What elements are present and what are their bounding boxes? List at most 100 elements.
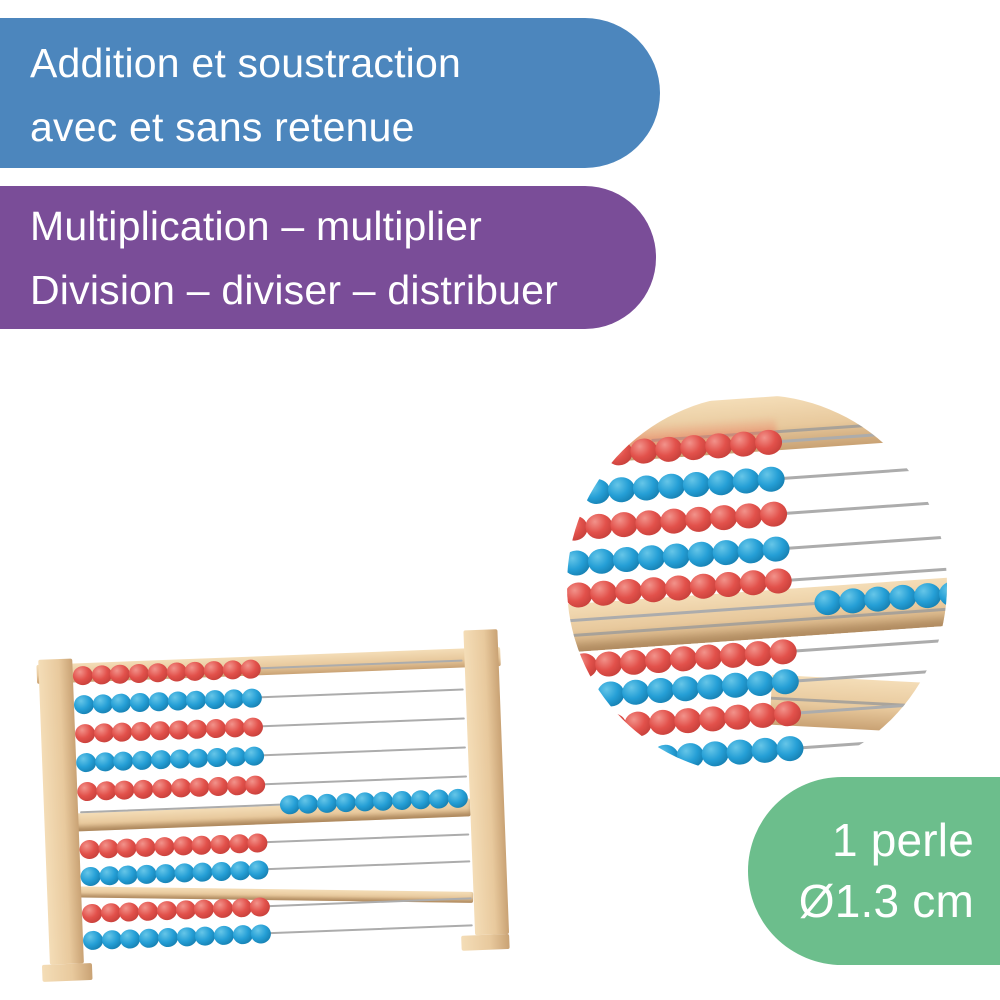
banner-text-line: 1 perle — [831, 814, 974, 866]
bead-red — [669, 644, 698, 672]
bead-red — [81, 903, 103, 923]
bead-blue — [232, 924, 253, 945]
bead-red — [694, 643, 723, 670]
bead-blue — [316, 792, 338, 813]
bead-red — [191, 834, 212, 855]
bead-red — [74, 723, 96, 743]
bead-red — [212, 898, 234, 918]
abacus-right-foot — [461, 933, 510, 951]
bead-blue — [775, 734, 805, 762]
bead-blue — [571, 681, 601, 709]
bead-red — [165, 661, 187, 682]
bead-red — [231, 897, 252, 918]
bead-blue — [98, 865, 120, 886]
bead-red — [768, 637, 798, 665]
bead-red — [609, 510, 639, 538]
bead-blue — [725, 738, 755, 765]
bead-blue — [148, 691, 170, 712]
bead-closeup-circle — [567, 395, 947, 775]
bead-blue — [176, 926, 197, 947]
bead-blue — [243, 745, 265, 766]
bead-blue — [75, 752, 97, 772]
bead-blue — [250, 923, 272, 944]
bead-blue — [192, 861, 214, 882]
bead-blue — [675, 741, 705, 769]
bead-blue — [721, 671, 750, 699]
feature-banner-multiplication: Multiplication – multiplier Division – d… — [0, 186, 656, 329]
bead-blue — [391, 790, 413, 810]
bead-blue — [206, 747, 228, 767]
abacus-wire — [781, 635, 947, 654]
bead-blue — [621, 678, 650, 706]
bead-blue — [229, 860, 251, 881]
bead-red — [598, 711, 628, 739]
bead-blue — [110, 692, 132, 713]
bead-red — [673, 706, 703, 734]
bead-red — [95, 780, 117, 801]
bead-red — [698, 705, 728, 732]
bead-blue — [410, 789, 431, 810]
bead-red — [156, 900, 178, 920]
bead-red — [168, 719, 189, 740]
bead-blue — [736, 536, 766, 564]
abacus-wire — [788, 732, 947, 751]
bead-blue — [700, 739, 730, 767]
bead-blue — [636, 543, 666, 571]
bead-blue — [661, 542, 691, 569]
bead-red — [116, 837, 138, 858]
abacus-right-post — [463, 629, 510, 936]
abacus-wire — [253, 688, 464, 699]
banner-text-line: Division – diviser – distribuer — [30, 266, 559, 313]
bead-red — [245, 774, 266, 795]
bead-red — [644, 646, 673, 674]
abacus-wire — [771, 497, 947, 516]
bead-red — [224, 717, 245, 738]
bead-blue — [94, 751, 116, 772]
bead-blue — [650, 743, 680, 771]
bead-blue — [447, 787, 469, 808]
bead-blue — [681, 470, 711, 498]
bead-red — [153, 836, 175, 857]
bead-blue — [80, 866, 101, 886]
bead-red — [203, 660, 224, 680]
bead-blue — [625, 745, 655, 772]
bead-red — [205, 718, 227, 738]
bead-blue — [225, 746, 247, 767]
bead-red — [112, 721, 133, 742]
bead-red — [226, 775, 248, 796]
bead-red — [759, 500, 788, 528]
bead-red — [189, 776, 210, 797]
bead-blue — [750, 736, 780, 764]
bead-red — [228, 833, 250, 854]
bead-blue — [582, 477, 611, 505]
bead-blue — [138, 927, 160, 948]
bead-red — [623, 710, 653, 738]
bead-blue — [335, 792, 357, 813]
bead-blue — [154, 863, 176, 883]
bead-blue — [210, 861, 232, 881]
bead-blue — [73, 694, 95, 714]
abacus-wire — [774, 532, 947, 551]
bead-blue — [671, 674, 700, 702]
bead-blue — [612, 545, 641, 573]
abacus-wire — [256, 746, 466, 757]
bead-blue — [204, 689, 226, 709]
bead-blue — [731, 467, 761, 494]
bead-red — [79, 839, 100, 859]
bead-red — [132, 779, 154, 799]
bead-red — [619, 648, 648, 676]
abacus-wire — [769, 462, 947, 481]
bead-red — [151, 778, 173, 799]
bead-red — [569, 651, 599, 679]
bead-blue — [157, 927, 179, 947]
bead-red — [135, 836, 156, 857]
bead-red — [743, 639, 773, 667]
wire-groove — [567, 604, 947, 641]
bead-red — [170, 777, 192, 798]
bead-blue — [101, 929, 123, 950]
abacus-photo — [25, 621, 516, 991]
bead-blue — [187, 747, 209, 768]
bead-red — [723, 703, 752, 731]
bead-blue — [646, 676, 675, 704]
